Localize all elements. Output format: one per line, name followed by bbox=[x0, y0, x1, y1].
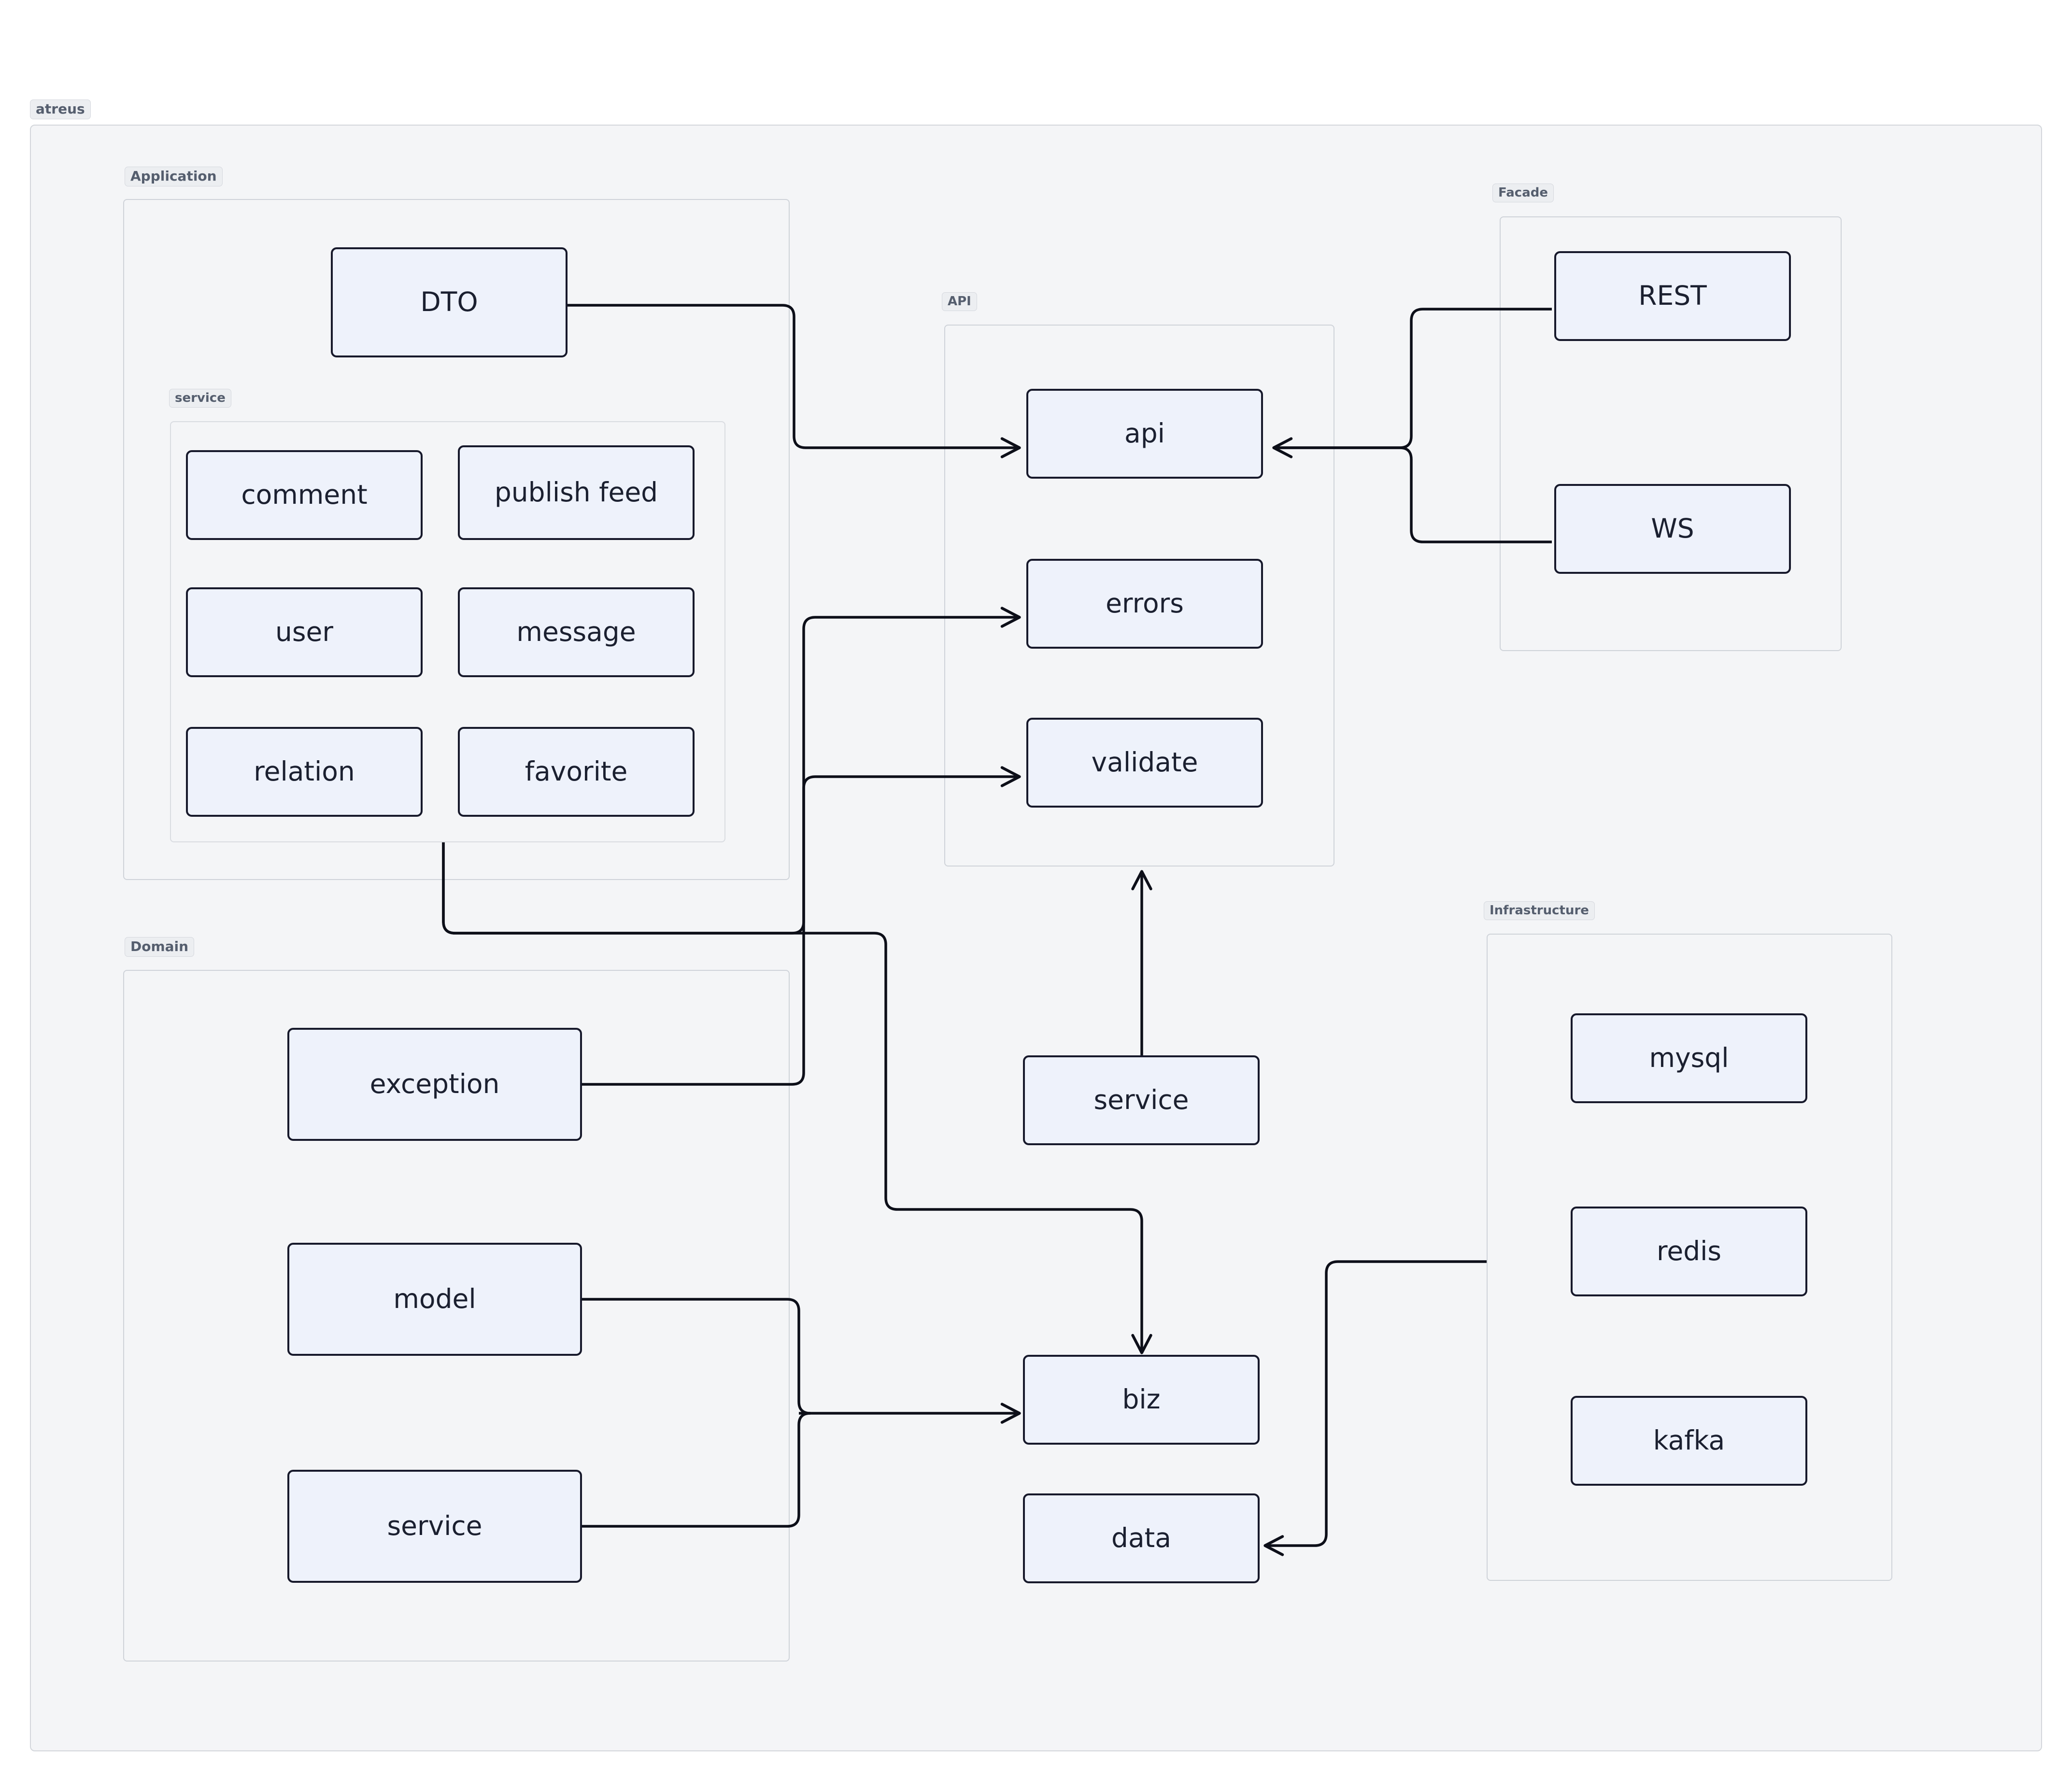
node-redis[interactable]: redis bbox=[1571, 1207, 1807, 1296]
cluster-label-api: API bbox=[942, 292, 977, 311]
node-message[interactable]: message bbox=[458, 587, 695, 677]
cluster-label-domain: Domain bbox=[125, 937, 195, 957]
node-model[interactable]: model bbox=[287, 1243, 582, 1356]
node-api[interactable]: api bbox=[1026, 389, 1263, 479]
node-data[interactable]: data bbox=[1023, 1493, 1260, 1583]
node-mysql[interactable]: mysql bbox=[1571, 1013, 1807, 1103]
node-publish-feed[interactable]: publish feed bbox=[458, 445, 695, 540]
node-dto[interactable]: DTO bbox=[331, 247, 568, 357]
node-exception[interactable]: exception bbox=[287, 1028, 582, 1141]
node-relation[interactable]: relation bbox=[186, 727, 423, 817]
node-user[interactable]: user bbox=[186, 587, 423, 677]
node-validate[interactable]: validate bbox=[1026, 718, 1263, 808]
node-comment[interactable]: comment bbox=[186, 450, 423, 540]
atreus-label-text: atreus bbox=[36, 101, 85, 117]
cluster-label-application: Application bbox=[125, 167, 223, 186]
node-mid-service[interactable]: service bbox=[1023, 1055, 1260, 1145]
node-rest[interactable]: REST bbox=[1554, 251, 1791, 341]
cluster-label-infrastructure: Infrastructure bbox=[1484, 901, 1595, 920]
cluster-label-atreus: atreus bbox=[30, 99, 91, 119]
cluster-label-facade: Facade bbox=[1492, 184, 1554, 202]
node-domain-service[interactable]: service bbox=[287, 1470, 582, 1583]
node-kafka[interactable]: kafka bbox=[1571, 1396, 1807, 1486]
node-ws[interactable]: WS bbox=[1554, 484, 1791, 574]
node-biz[interactable]: biz bbox=[1023, 1355, 1260, 1445]
node-favorite[interactable]: favorite bbox=[458, 727, 695, 817]
cluster-label-application-service: service bbox=[169, 389, 231, 408]
node-errors[interactable]: errors bbox=[1026, 559, 1263, 649]
